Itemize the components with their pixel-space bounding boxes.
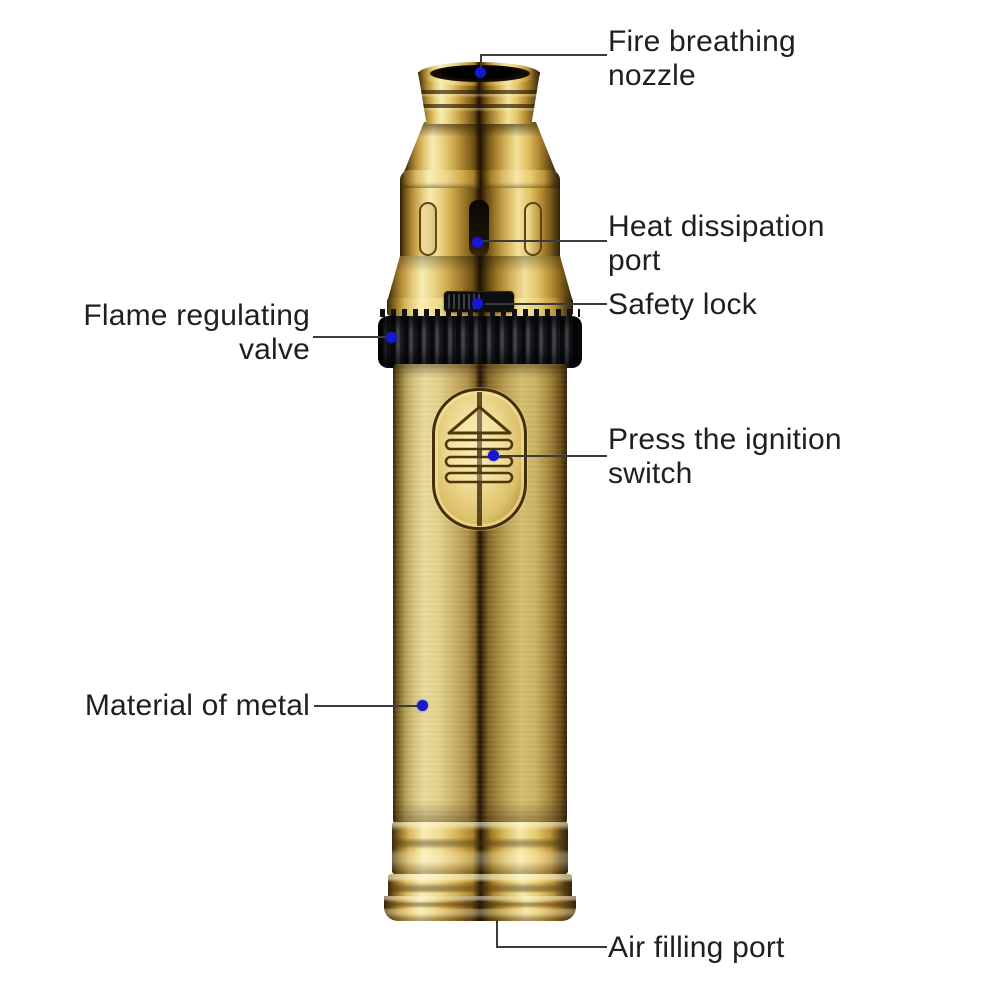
leader-air-port-v [496,920,498,948]
leader-material [314,705,419,707]
cap-groove [418,104,540,108]
flame-regulating-valve-ring [378,316,582,368]
label-line: port [608,244,661,277]
label-material-of-metal: Material of metal [85,689,310,723]
label-safety-lock: Safety lock [608,288,757,322]
head-lip [400,170,560,190]
label-flame-regulating-valve: Flame regulating valve [83,299,310,367]
leader-safety-lock [485,303,607,305]
label-line: Flame regulating [83,299,310,332]
leader-heat-port [483,240,607,242]
label-press-ignition-switch: Press the ignition switch [608,423,842,491]
lower-band [392,822,568,874]
vent-slot-right [524,202,542,256]
nozzle-neck [404,122,556,172]
base-skirt-air-filling-port [384,896,576,921]
label-line: Press the ignition [608,423,842,456]
neck-shadow [404,122,556,172]
base-skirt-lines [384,896,576,921]
label-fire-breathing-nozzle: Fire breathing nozzle [608,25,796,93]
callout-dot-heat-port [472,237,483,248]
label-line: switch [608,457,693,490]
label-line: Air filling port [608,931,785,964]
leader-fire-nozzle-h [481,54,607,56]
grip-bar [444,438,514,451]
leader-air-port-h [496,946,607,948]
ignition-switch-icon [444,392,514,526]
callout-dot-fire-nozzle [475,67,486,78]
label-line: Fire breathing [608,25,796,58]
arrow-up-icon [447,405,512,435]
grip-bar [444,455,514,468]
band-ring-lines [392,822,568,874]
label-heat-dissipation-port: Heat dissipation port [608,210,825,278]
label-line: Material of metal [84,689,310,722]
leader-fire-nozzle-v [480,54,482,69]
label-line: Safety lock [608,288,757,321]
base-ring-lines [388,874,572,898]
callout-dot-flame-valve [386,332,397,343]
leader-flame-valve [313,336,389,338]
label-line: valve [238,333,310,366]
grip-bar [444,471,514,484]
callout-dot-material [417,700,428,711]
base-ring [388,874,572,898]
label-air-filling-port: Air filling port [608,931,785,965]
label-line: Heat dissipation [608,210,825,243]
leader-ignition [500,455,607,457]
callout-dot-safety-lock [472,298,483,309]
vent-slot-left [419,202,437,256]
knurl-teeth [380,309,580,317]
callout-dot-ignition [488,450,499,461]
cap-groove [418,90,540,94]
label-line: nozzle [608,59,696,92]
